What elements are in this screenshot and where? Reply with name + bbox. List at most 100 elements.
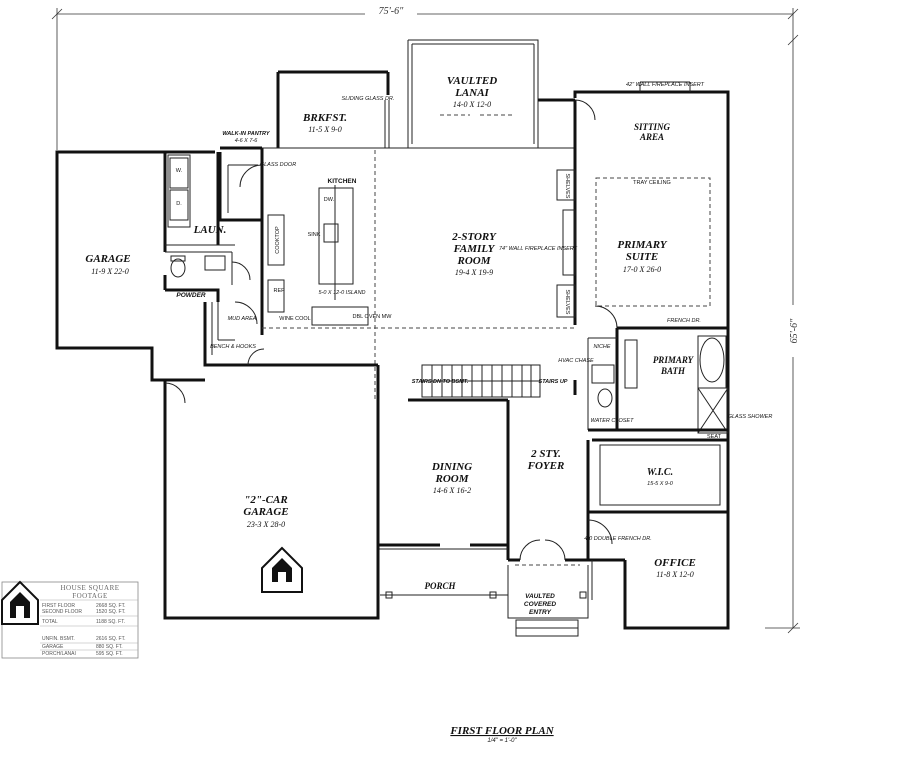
double-french-label: 4-0 DOUBLE FRENCH DR. <box>584 536 652 542</box>
entry-name-1: VAULTED <box>525 593 555 600</box>
pantry-size: 4-6 X 7-6 <box>235 138 259 144</box>
entry-name-3: ENTRY <box>529 609 552 616</box>
sqft-row-value: 1520 SQ. FT. <box>96 609 125 615</box>
kitchen-area: COOKTOP REF DW. SINK WINE COOL DBL OVEN … <box>260 147 575 400</box>
sliding-door-label: SLIDING GLASS DR. <box>342 96 395 102</box>
suite-name-2: SUITE <box>626 251 658 263</box>
office-name: OFFICE <box>654 557 696 569</box>
family-size: 19-4 X 19-9 <box>455 268 493 277</box>
sqft-heading-1: HOUSE SQUARE <box>60 584 119 592</box>
suite-name-1: PRIMARY <box>617 239 668 251</box>
mud-area <box>203 301 265 367</box>
garage-small-size: 11-9 X 22-0 <box>91 267 129 276</box>
family-name-2: FAMILY <box>453 243 496 255</box>
garage-main-size: 23-3 X 28-0 <box>247 520 285 529</box>
ref-label: REF <box>274 288 286 294</box>
sqft-row-value: 595 SQ. FT. <box>96 651 123 657</box>
overall-depth: 65'-6" <box>789 318 800 343</box>
plan-scale: 1/4" = 1'-0" <box>487 738 517 744</box>
primary-suite-area <box>573 81 730 512</box>
stairs-down-label: STAIRS DN TO BSMT. <box>412 379 469 385</box>
lanai-name-2: LANAI <box>454 87 489 99</box>
bench-name: BENCH & HOOKS <box>210 344 256 350</box>
seat-label: SEAT <box>707 434 722 440</box>
shelves-upper-label: SHELVES <box>564 174 570 199</box>
cooktop-label: COOKTOP <box>275 226 281 254</box>
primary-bath-area <box>586 326 729 514</box>
garage-main-area <box>163 378 380 620</box>
wine-label: WINE COOL <box>279 316 310 322</box>
water-closet-label: WATER CLOSET <box>591 418 635 424</box>
sqft-row-value: 1188 SQ. FT. <box>96 619 125 625</box>
sqft-row-label: FIRST FLOOR <box>42 603 75 609</box>
suite-fireplace-label: 42" WALL FIREPLACE INSERT <box>626 82 705 88</box>
stairs <box>408 364 577 560</box>
sqft-row-label: GARAGE <box>42 644 64 650</box>
family-name-3: ROOM <box>456 255 491 267</box>
room-labels: GARAGE 11-9 X 22-0 LAUN. POWDER MUD AREA… <box>85 75 772 616</box>
hvac-label: HVAC CHASE <box>558 358 594 364</box>
bath-name-1: PRIMARY <box>653 355 695 365</box>
sqft-row-label: TOTAL <box>42 619 58 625</box>
dining-name-1: DINING <box>431 461 472 473</box>
niche-label: NICHE <box>593 344 610 350</box>
plan-title-block: FIRST FLOOR PLAN 1/4" = 1'-0" <box>449 725 554 744</box>
garage-small-area <box>55 150 167 382</box>
sqft-row-value: 2616 SQ. FT. <box>96 636 125 642</box>
shelves-lower-label: SHELVES <box>564 290 570 315</box>
porch-name: PORCH <box>424 581 456 591</box>
powder-name: POWDER <box>176 292 206 299</box>
sqft-row-label: PORCH/LANAI <box>42 651 76 657</box>
porch-entry <box>380 564 589 637</box>
kitchen-name: KITCHEN <box>328 178 357 185</box>
family-fireplace-label: 74" WALL FIREPLACE INSERT <box>499 246 578 252</box>
dining-foyer <box>265 363 613 562</box>
garage-main-name-1: "2"-CAR <box>244 494 287 506</box>
sqft-row-value: 880 SQ. FT. <box>96 644 123 650</box>
oven-label: DBL OVEN MW <box>353 314 393 320</box>
french-door-label: FRENCH DR. <box>667 318 701 324</box>
dining-size: 14-6 X 16-2 <box>433 486 471 495</box>
mud-name: MUD AREA <box>228 316 257 322</box>
overall-depth-dimension: 65'-6" <box>765 34 801 634</box>
island-label: 5-0 X 12-0 ISLAND <box>318 290 365 296</box>
sqft-table: HOUSE SQUARE FOOTAGE FIRST FLOOR 2668 SQ… <box>1 580 139 659</box>
lanai-area <box>407 39 539 148</box>
sitting-name-1: SITTING <box>634 122 671 132</box>
sink-label: SINK <box>308 232 321 238</box>
lanai-size: 14-0 X 12-0 <box>453 100 491 109</box>
glass-door-label: GLASS DOOR <box>260 162 296 168</box>
overall-width: 75'-6" <box>379 6 404 17</box>
pantry-breakfast <box>218 70 390 225</box>
suite-size: 17-0 X 26-0 <box>623 265 661 274</box>
builder-logo <box>261 546 303 593</box>
breakfast-size: 11-5 X 9-0 <box>308 125 342 134</box>
foyer-name-1: 2 STY. <box>530 448 561 460</box>
washer-label: W. <box>176 168 183 174</box>
lanai-name-1: VAULTED <box>447 75 497 87</box>
family-name-1: 2-STORY <box>451 231 497 243</box>
breakfast-name: BRKFST. <box>302 112 347 124</box>
pantry-name: WALK-IN PANTRY <box>222 131 270 137</box>
glass-shower-label: GLASS SHOWER <box>728 414 773 420</box>
garage-main-name-2: GARAGE <box>243 506 288 518</box>
laundry-block: W. D. <box>165 150 251 302</box>
sqft-row-value: 2668 SQ. FT. <box>96 603 125 609</box>
plan-title: FIRST FLOOR PLAN <box>449 725 554 737</box>
sitting-name-2: AREA <box>639 132 664 142</box>
stairs-up-label: STAIRS UP <box>539 379 568 385</box>
laundry-name: LAUN. <box>193 224 227 236</box>
dw-label: DW. <box>324 197 335 203</box>
family-room-area <box>262 98 577 329</box>
garage-small-name: GARAGE <box>85 253 130 265</box>
office-size: 11-8 X 12-0 <box>656 570 694 579</box>
sqft-heading-2: FOOTAGE <box>72 592 108 600</box>
wic-name: W.I.C. <box>647 467 673 478</box>
dining-name-2: ROOM <box>434 473 469 485</box>
office-area <box>588 512 730 630</box>
tray-ceiling-label: TRAY CEILING <box>633 180 671 186</box>
dryer-label: D. <box>176 201 182 207</box>
bath-name-2: BATH <box>660 366 686 376</box>
wic-size: 15-5 X 9-0 <box>647 481 674 487</box>
